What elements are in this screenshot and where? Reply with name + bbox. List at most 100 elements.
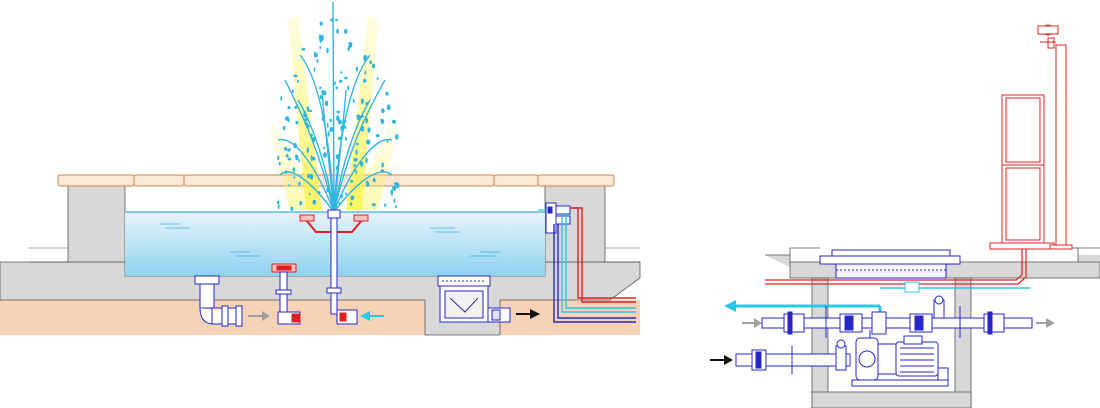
water-droplet [369, 60, 373, 65]
water-droplet [381, 162, 384, 168]
water-droplet [285, 154, 289, 158]
water-droplet [353, 157, 358, 162]
suction-pipe [735, 339, 851, 374]
water-droplet [365, 157, 368, 164]
pit-wall-right [954, 277, 972, 408]
water-droplet [323, 146, 325, 150]
power-cable [765, 249, 1023, 281]
water-droplet [329, 118, 332, 123]
flow-arrow-2 [360, 311, 384, 321]
water-droplet [311, 137, 316, 143]
water-droplet [326, 177, 329, 181]
water-droplet [287, 105, 291, 110]
water-droplet [309, 173, 314, 180]
water-droplet [277, 200, 280, 205]
water-droplet [321, 115, 325, 122]
water-droplet [344, 125, 347, 130]
water-droplet [363, 55, 367, 62]
water-droplet [294, 105, 298, 110]
floor-drain-pipe [194, 275, 243, 327]
water-droplet [292, 167, 295, 173]
wall-fittings-right [545, 202, 571, 234]
water-droplet [330, 18, 334, 22]
water-droplet [327, 122, 329, 128]
water-droplet [355, 149, 358, 156]
water-droplet [385, 91, 389, 96]
water-droplet [298, 159, 301, 163]
water-droplet [384, 203, 387, 207]
control-cabinet [989, 24, 1073, 250]
water-droplet [338, 119, 342, 125]
water-droplet [283, 147, 288, 151]
water-droplet [363, 78, 367, 83]
water-droplet [338, 201, 341, 206]
water-droplet [318, 191, 321, 195]
water-droplet [318, 34, 322, 41]
water-droplet [394, 181, 398, 186]
water-droplet [371, 203, 376, 207]
water-droplet [284, 170, 288, 174]
water-droplet [340, 125, 344, 132]
flow-arrow-1 [248, 311, 270, 321]
water-droplet [372, 177, 376, 183]
water-droplet [386, 104, 391, 111]
water-droplet [336, 115, 339, 122]
water-droplet [278, 161, 281, 166]
water-droplet [288, 184, 291, 187]
water-droplet [345, 192, 348, 196]
water-droplet [336, 28, 339, 34]
water-droplet [299, 200, 303, 206]
fountain-pool-section [0, 1, 641, 336]
water-droplet [339, 79, 343, 83]
water-droplet [371, 63, 376, 69]
water-droplet [360, 161, 364, 167]
water-droplet [375, 134, 380, 138]
water-droplet [335, 19, 338, 22]
water-droplet [364, 70, 367, 75]
water-droplet [353, 163, 356, 168]
water-droplet [319, 21, 323, 26]
water-droplet [367, 127, 371, 133]
water-droplet [324, 100, 329, 107]
water-droplet [294, 154, 299, 158]
pit-cover [819, 249, 961, 279]
water-droplet [293, 142, 298, 149]
nozzle-supply-pipe [326, 217, 358, 325]
water-droplet [313, 67, 316, 72]
water-droplet [313, 51, 317, 58]
water-droplet [342, 120, 347, 123]
water-droplet [327, 131, 330, 137]
water-droplet [395, 134, 399, 140]
pit-floor [811, 391, 972, 408]
flow-arrow-3 [516, 309, 540, 319]
water-droplet [303, 112, 307, 118]
water-droplet [386, 139, 389, 143]
water-droplet [334, 81, 336, 86]
water-droplet [277, 204, 280, 210]
water-droplet [326, 186, 330, 193]
circulation-pump [851, 330, 949, 387]
water-droplet [366, 139, 371, 145]
water-droplet [335, 86, 338, 90]
water-droplet [291, 89, 294, 93]
water-droplet [390, 189, 394, 196]
water-droplet [376, 77, 379, 80]
water-droplet [306, 124, 310, 129]
pit-wall-left [811, 277, 829, 408]
water-droplet [301, 47, 306, 51]
water-droplet [365, 101, 369, 106]
water-droplet [394, 205, 398, 208]
water-droplet [340, 71, 343, 74]
water-droplet [326, 141, 329, 148]
water-droplet [360, 98, 364, 104]
water-droplet [355, 142, 359, 146]
water-droplet [319, 86, 322, 90]
water-droplet [319, 95, 322, 100]
flow-arrow-6 [710, 355, 733, 365]
water-droplet [356, 114, 361, 121]
flow-arrow-4 [742, 318, 762, 328]
water-droplet [340, 194, 343, 199]
water-droplet [336, 110, 340, 114]
flow-arrow-5 [1036, 318, 1055, 328]
